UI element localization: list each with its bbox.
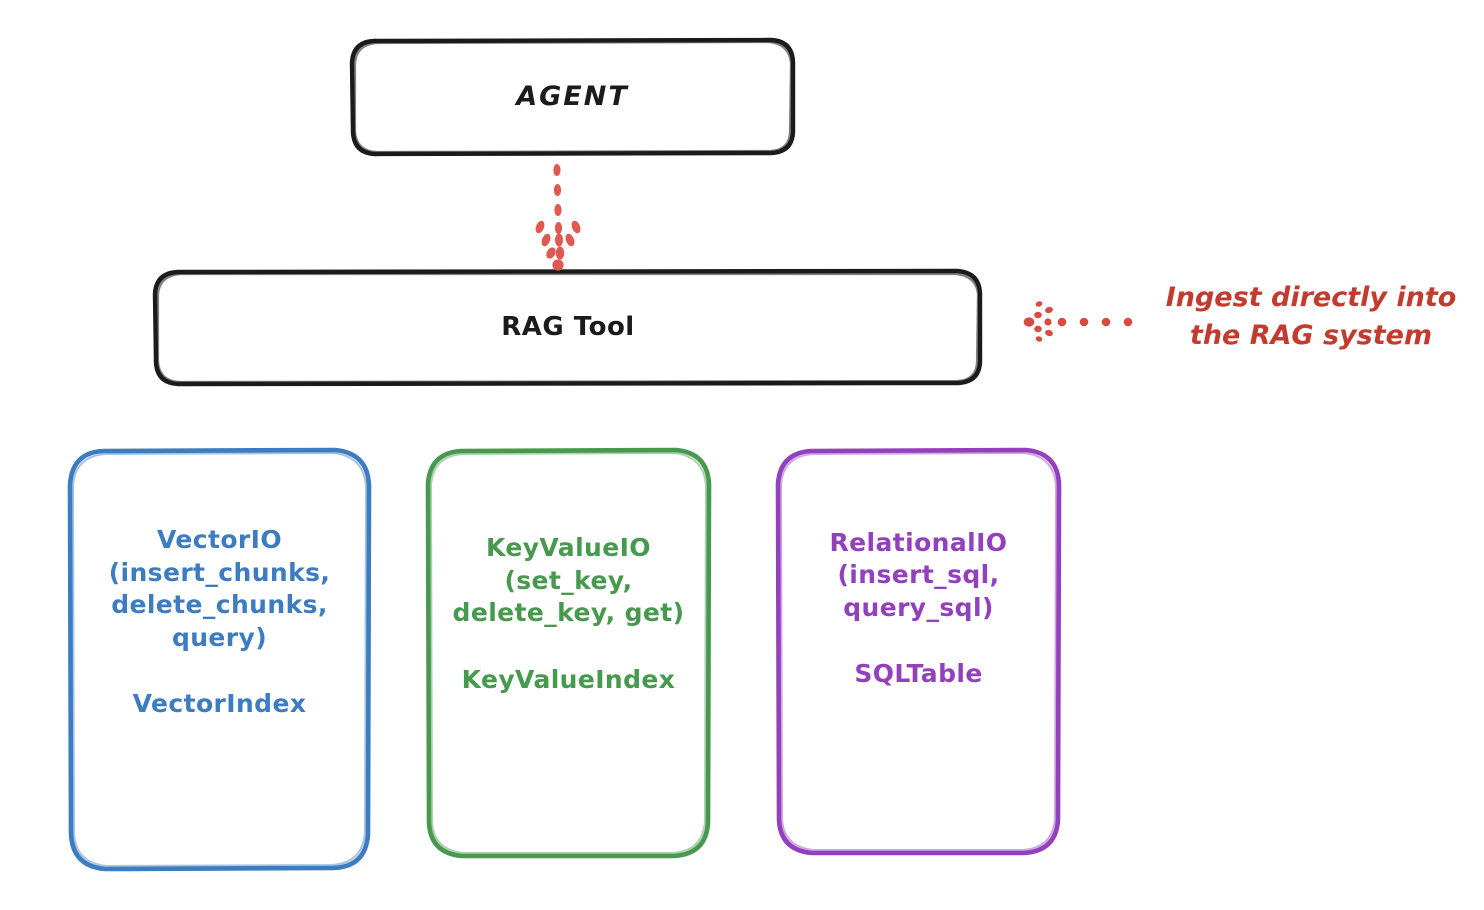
relationalio-node[interactable]: RelationalIO (insert_sql, query_sql) SQL… xyxy=(778,450,1059,853)
rag-tool-label: RAG Tool xyxy=(501,311,635,342)
relationalio-label: RelationalIO (insert_sql, query_sql) xyxy=(829,527,1008,622)
vectorindex-label: VectorIndex xyxy=(132,689,307,719)
agent-label: AGENT xyxy=(516,81,629,113)
sqltable-label: SQLTable xyxy=(854,659,983,688)
vectorio-box-outline xyxy=(67,447,372,872)
vectorio-label: VectorIO (insert_chunks, delete_chunks, … xyxy=(108,525,331,652)
agent-box-outline xyxy=(349,37,796,157)
relationalio-box-outline xyxy=(775,447,1062,856)
keyvalueindex-label: KeyValueIndex xyxy=(461,664,676,694)
connector-ingest-to-rag-tool xyxy=(1023,301,1133,342)
rag-tool-box-outline xyxy=(152,268,983,387)
keyvalueio-node[interactable]: KeyValueIO (set_key, delete_key, get) Ke… xyxy=(428,450,709,856)
vectorio-node[interactable]: VectorIO (insert_chunks, delete_chunks, … xyxy=(70,450,369,869)
agent-node[interactable]: AGENT xyxy=(352,40,793,154)
keyvalueio-label: KeyValueIO (set_key, delete_key, get) xyxy=(452,533,685,627)
rag-tool-node[interactable]: RAG Tool xyxy=(155,271,981,384)
connector-agent-to-rag-tool xyxy=(535,164,581,271)
ingest-annotation-text: Ingest directly into the RAG system xyxy=(1165,282,1457,352)
keyvalueio-box-outline xyxy=(425,447,712,859)
